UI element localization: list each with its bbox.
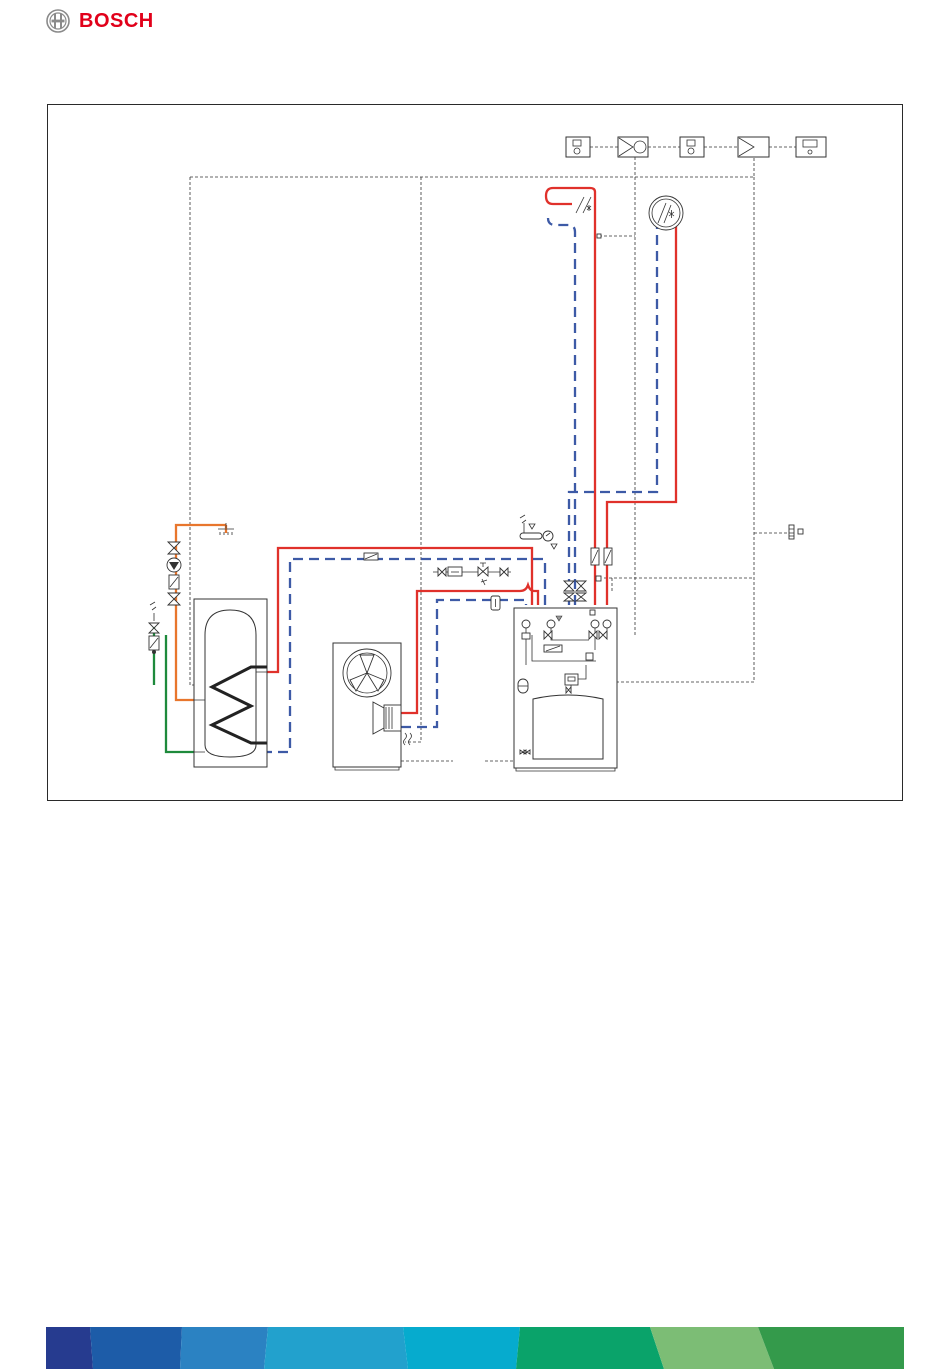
heating-circuit-controller-icon [738,137,769,157]
underfloor-heating-icon [576,197,591,213]
heat-pump-system-diagram: .ctl { fill:none; stroke:#333; stroke-wi… [48,105,904,802]
outdoor-temperature-sensor-icon [789,525,803,539]
color-band-segment [758,1327,904,1369]
color-band-segment [650,1327,774,1369]
filling-valve-group-icon [433,563,511,585]
color-band-segment [46,1327,93,1369]
buffer-tank [533,695,603,759]
system-diagram-frame: .ctl { fill:none; stroke:#333; stroke-wi… [47,104,903,801]
room-controller-icon [566,137,590,157]
cold-water-inlet-group [149,602,159,654]
outdoor-unit-fan-icon [343,649,391,697]
heating-pump-icon [680,137,704,157]
bosch-armature-icon [46,9,70,33]
check-valve-icon [591,548,599,565]
color-band-segment [516,1327,664,1369]
outdoor-unit [333,643,412,770]
expansion-vessel-icon [518,679,528,693]
mixing-valve-icon [618,137,648,157]
compressor-icon [373,702,401,734]
safety-valve-group-icon [520,515,557,549]
color-band-segment [180,1327,268,1369]
fan-coil-icon [649,196,683,230]
brand-logo: BOSCH [46,8,154,34]
indoor-unit [514,608,617,771]
color-band-segment [403,1327,520,1369]
brand-name: BOSCH [79,10,154,33]
hot-water-cylinder [194,599,267,767]
check-valve-icon [364,553,378,560]
air-separator-icon [491,596,500,610]
color-band-segment [264,1327,408,1369]
dhw-circulation-group [167,542,181,605]
color-band-segment [90,1327,182,1369]
flow-sensor-icon [596,576,601,581]
flow-sensor-icon [597,234,601,238]
room-thermostat-icon [796,137,826,157]
check-valve-icon [604,548,612,565]
control-wiring [190,147,796,761]
brand-color-band [46,1327,904,1369]
